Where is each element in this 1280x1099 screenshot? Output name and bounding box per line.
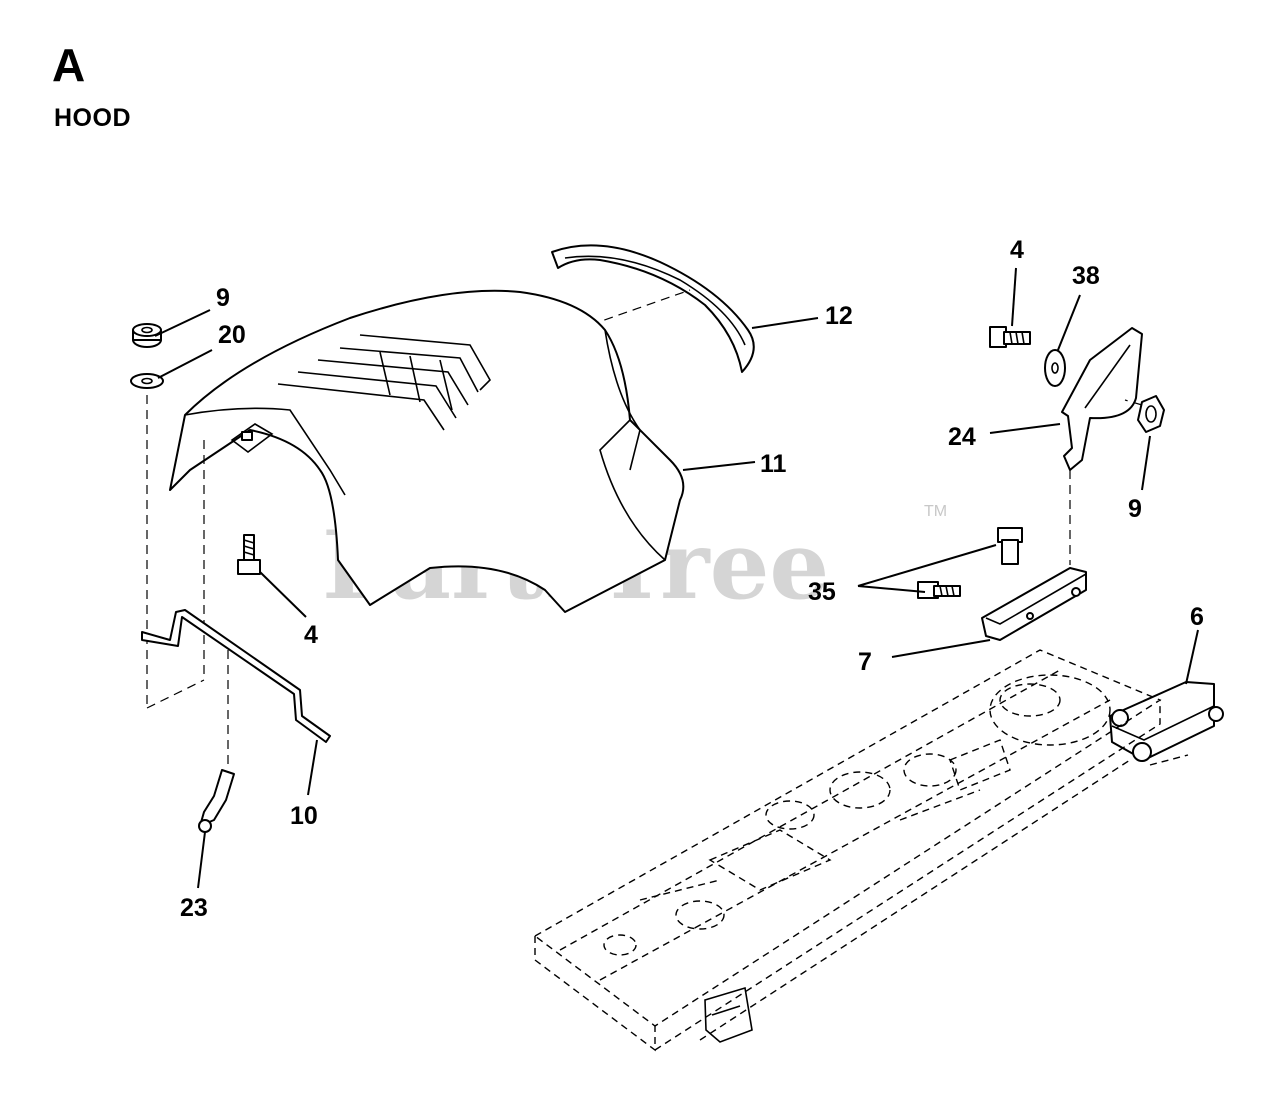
callout-20: 20 <box>218 321 246 349</box>
part-24-bracket[interactable] <box>1061 327 1143 471</box>
section-letter: A <box>52 39 86 91</box>
part-9-nut-left[interactable] <box>132 323 162 348</box>
part-35-bolts[interactable] <box>917 527 1023 599</box>
part-4-bolt-left[interactable] <box>237 534 261 575</box>
part-9-nut-right[interactable] <box>1137 395 1165 433</box>
callout-38: 38 <box>1072 262 1100 290</box>
callout-6: 6 <box>1190 603 1204 631</box>
part-11-hood[interactable] <box>169 289 685 613</box>
chassis-frame <box>533 649 1162 1052</box>
section-title: HOOD <box>54 104 131 132</box>
callout-12: 12 <box>825 302 853 330</box>
callout-11: 11 <box>760 450 787 478</box>
part-20-washer[interactable] <box>130 373 164 389</box>
callout-9-left: 9 <box>216 284 230 312</box>
callout-4-left: 4 <box>304 621 318 649</box>
part-10-hood-rod[interactable] <box>141 609 331 743</box>
callout-labels: 9 20 12 11 4 10 23 4 38 24 9 35 7 6 <box>180 236 1204 922</box>
part-4-bolt-right[interactable] <box>989 326 1031 348</box>
callout-9-right: 9 <box>1128 495 1142 523</box>
part-23-clip[interactable] <box>198 769 235 833</box>
callout-10: 10 <box>290 802 318 830</box>
part-6-bracket[interactable] <box>1109 681 1224 766</box>
callout-4-right: 4 <box>1010 236 1024 264</box>
part-7-hinge-bracket[interactable] <box>981 567 1087 641</box>
callout-23: 23 <box>180 894 208 922</box>
part-38-washer[interactable] <box>1044 349 1066 387</box>
watermark-tm: TM <box>924 503 947 520</box>
callout-7: 7 <box>858 648 872 676</box>
callout-24: 24 <box>948 423 976 451</box>
callout-35: 35 <box>808 578 836 606</box>
part-12-trim-strip[interactable] <box>551 244 755 373</box>
leader-lines <box>154 267 1199 889</box>
